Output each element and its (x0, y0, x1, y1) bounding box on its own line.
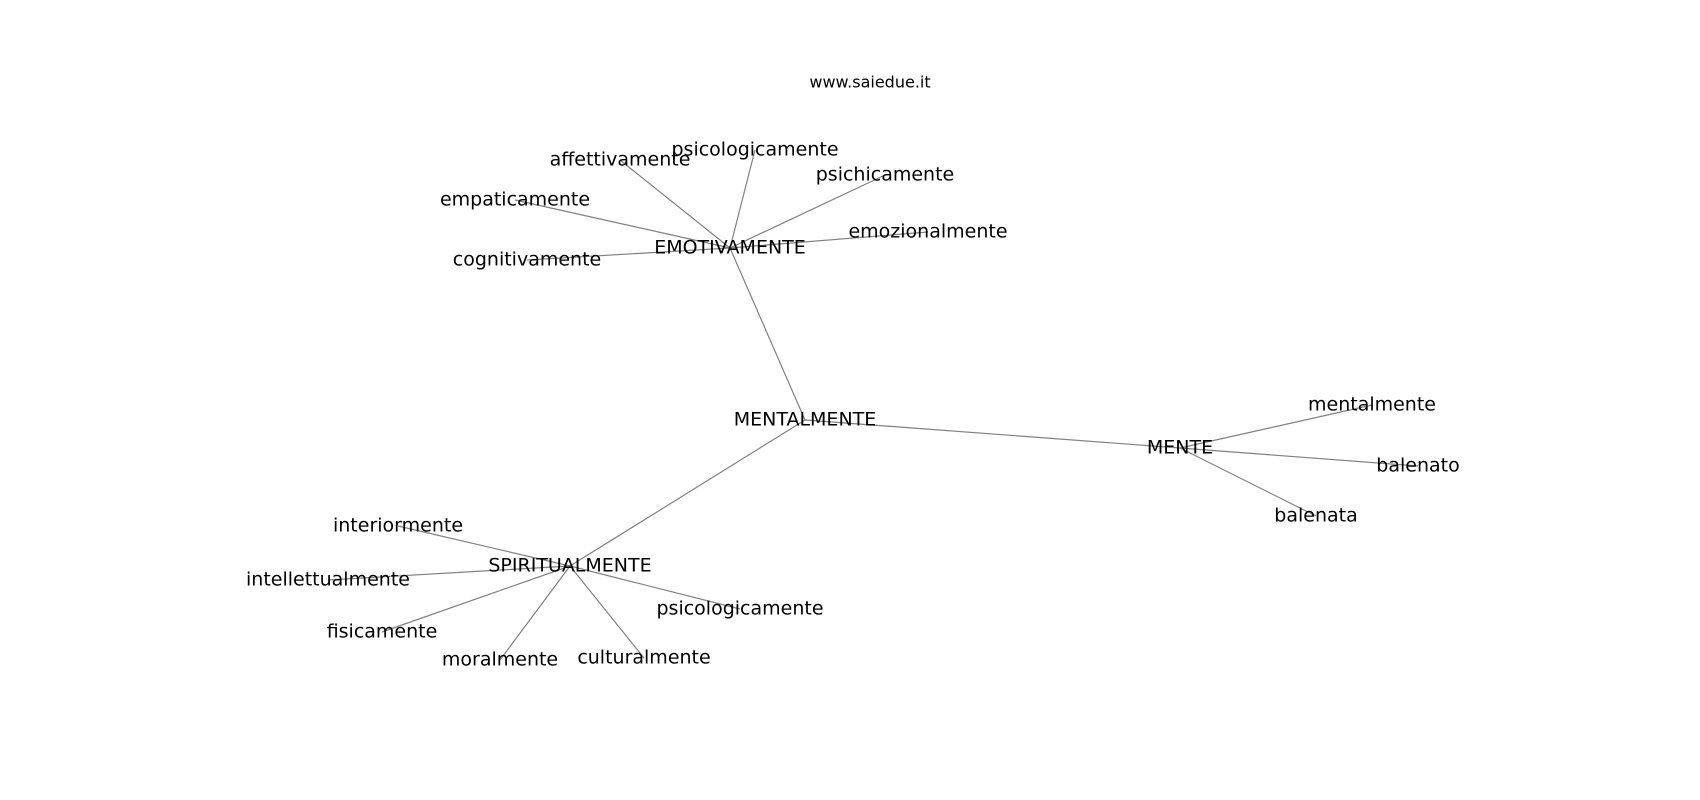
edge-spiritualmente-moralmente (499, 565, 571, 661)
node-label-psicologicamente-a: psicologicamente (671, 139, 838, 161)
edge-mentalmente_hub-spiritualmente (569, 419, 806, 567)
node-label-balenata: balenata (1274, 505, 1357, 527)
graph-edges (327, 149, 1419, 661)
edge-spiritualmente-culturalmente (569, 565, 645, 659)
node-label-mente: MENTE (1147, 437, 1213, 459)
edge-mentalmente_hub-mente (804, 419, 1181, 449)
node-label-mentalmente: mentalmente (1308, 394, 1436, 416)
edge-mente-mentalmente (1179, 404, 1373, 449)
node-label-psichicamente: psichicamente (816, 164, 954, 186)
edge-spiritualmente-fisicamente (381, 565, 571, 633)
node-label-emotivamente: EMOTIVAMENTE (654, 237, 806, 259)
edge-mente-balenata (1179, 447, 1317, 517)
edge-spiritualmente-psicologicamente_b (569, 565, 741, 610)
edge-spiritualmente-interiormente (397, 525, 571, 567)
edge-mentalmente_hub-emotivamente (729, 247, 806, 421)
edge-emotivamente-empaticamente (514, 199, 731, 249)
node-label-spiritualmente: SPIRITUALMENTE (488, 555, 651, 577)
edge-emotivamente-psichicamente (729, 174, 886, 249)
node-label-moralmente: moralmente (442, 649, 558, 671)
edge-emotivamente-affettivamente (619, 159, 731, 249)
graph-labels: MENTALMENTE EMOTIVAMENTE SPIRITUALMENTE MEN… (246, 139, 1460, 671)
node-label-fisicamente: fisicamente (327, 621, 438, 643)
node-label-intellettualmente: intellettualmente (246, 569, 410, 591)
edge-emotivamente-psicologicamente_a (729, 149, 756, 249)
node-label-emozionalmente: emozionalmente (848, 221, 1007, 243)
node-label-psicologicamente-b: psicologicamente (656, 598, 823, 620)
edge-emotivamente-emozionalmente (729, 231, 929, 249)
node-label-cognitivamente: cognitivamente (453, 249, 601, 271)
node-label-culturalmente: culturalmente (577, 647, 710, 669)
watermark-text: www.saiedue.it (809, 72, 931, 92)
node-label-interiormente: interiormente (333, 515, 463, 537)
edge-emotivamente-cognitivamente (526, 247, 731, 261)
edge-spiritualmente-intellettualmente (327, 565, 571, 581)
node-label-mentalmente-hub: MENTALMENTE (734, 409, 877, 431)
node-label-affettivamente: affettivamente (550, 149, 691, 171)
node-label-balenato: balenato (1376, 455, 1459, 477)
node-label-empaticamente: empaticamente (440, 189, 590, 211)
edge-mente-balenato (1179, 447, 1419, 467)
